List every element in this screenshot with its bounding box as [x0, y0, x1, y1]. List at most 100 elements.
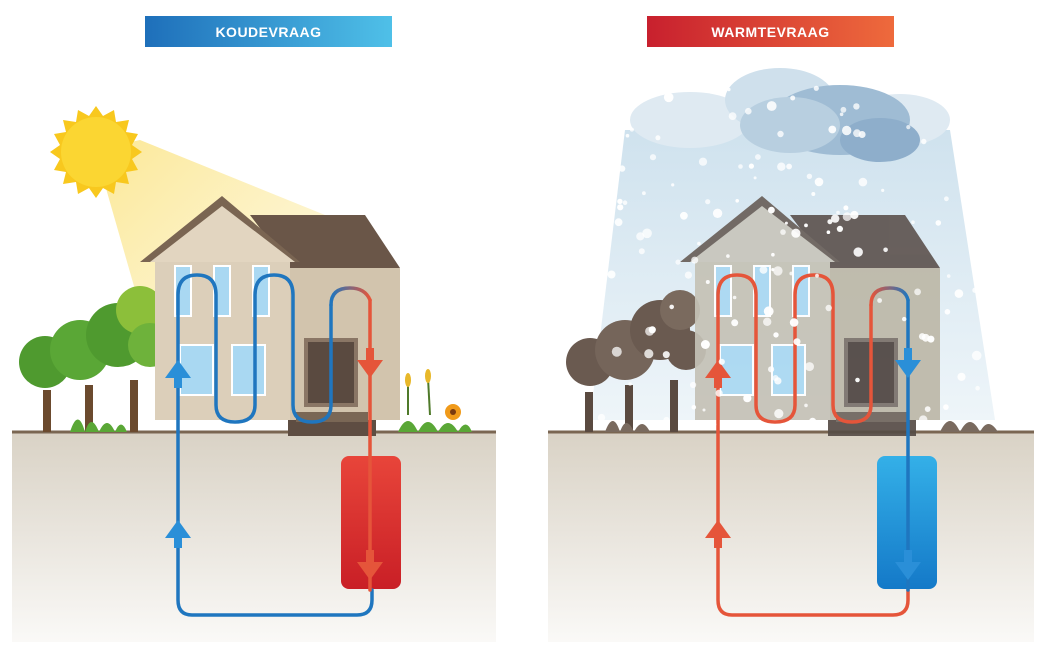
snowflake [853, 129, 861, 138]
snowflake [826, 230, 831, 234]
snowflake [971, 350, 982, 361]
snowflake [712, 208, 723, 218]
snowflake [842, 212, 852, 222]
snowflake [840, 106, 847, 113]
snowflake [969, 189, 976, 196]
snowflake [804, 223, 808, 228]
snowflake [648, 80, 657, 89]
snowflake [789, 271, 794, 276]
snowflake [831, 214, 840, 223]
snowflake [808, 417, 817, 426]
snowflake [705, 280, 710, 284]
snowflake [972, 287, 978, 293]
snowflake [755, 154, 761, 160]
snowflake [705, 199, 711, 205]
snowflake [872, 83, 877, 87]
snowflake [921, 333, 930, 342]
snowflake [617, 198, 623, 205]
flowers [398, 369, 472, 432]
snowflake [924, 406, 931, 412]
snowflake [713, 423, 717, 426]
snowflake [597, 413, 606, 422]
snowflake [805, 362, 814, 372]
snowflake [690, 381, 697, 389]
flow-arrow-icon [895, 550, 921, 580]
snowflake [763, 306, 774, 317]
flow-arrow-icon [705, 520, 731, 548]
snowflake [766, 101, 777, 111]
snowflake [853, 81, 857, 85]
flow-arrow-icon [895, 348, 921, 378]
snowflake [771, 268, 775, 272]
flow-arrow-icon [357, 550, 383, 580]
snowflake [662, 351, 670, 359]
heating-banner: WARMTEVRAAG [647, 16, 894, 47]
snowflake [727, 87, 731, 92]
snowflake [629, 127, 634, 132]
snowflake [943, 404, 949, 410]
trees [566, 290, 706, 432]
snowflake [728, 112, 737, 120]
snowflake [825, 304, 832, 312]
flow-arrow-icon [165, 360, 191, 388]
snowflake [718, 358, 725, 365]
snowflake [691, 256, 699, 264]
snowflake [603, 162, 608, 167]
ground [12, 432, 496, 642]
snowflake [777, 130, 784, 138]
snowflake [853, 103, 860, 110]
cooling-panel: KOUDEVRAAG [12, 16, 496, 642]
snowflake [975, 385, 980, 391]
snowflake [772, 375, 779, 381]
snowflake [697, 241, 701, 246]
snowflake [700, 340, 710, 349]
snowflake [618, 165, 626, 172]
cooling-banner: KOUDEVRAAG [145, 16, 392, 47]
snowflake [638, 248, 645, 255]
snowflake [780, 229, 786, 235]
snowflake [944, 196, 949, 202]
snowflake [642, 191, 646, 196]
snowflake [906, 125, 911, 130]
snowflake [691, 405, 697, 410]
snowflake [771, 252, 775, 257]
snowflake [828, 125, 837, 134]
snowflake [644, 349, 654, 359]
snowflake [726, 254, 730, 258]
snowflake [768, 366, 775, 373]
snowflake [774, 409, 784, 419]
snowflake [935, 220, 942, 226]
snowflake [843, 205, 849, 211]
snowflake [811, 192, 816, 196]
snowflake [793, 338, 801, 346]
snowflake [702, 408, 706, 412]
snowflake [784, 221, 788, 225]
snowflake [965, 180, 975, 190]
ground [548, 432, 1034, 642]
heating-banner-label: WARMTEVRAAG [711, 24, 829, 40]
snowflake [607, 270, 616, 279]
snowflake [768, 206, 775, 214]
snowflake [738, 164, 743, 169]
snowflake [914, 288, 921, 296]
sun-icon [50, 106, 142, 198]
snowflake [967, 78, 974, 84]
flow-arrow-icon [357, 348, 383, 378]
snowflake [759, 266, 768, 274]
snowflake [839, 112, 844, 117]
snowflake [957, 372, 966, 381]
snowflake [946, 274, 951, 278]
snowflake [858, 177, 868, 187]
snowflake [877, 298, 882, 303]
snowflake [791, 228, 801, 238]
snowflake [789, 318, 799, 327]
heating-panel: WARMTEVRAAG [548, 16, 1034, 642]
snowflake [902, 316, 907, 322]
snow-cloud-icon [630, 68, 950, 162]
snowflake [748, 163, 755, 169]
snowflake [814, 177, 824, 187]
snowflake [735, 199, 739, 203]
dry-bushes [940, 421, 998, 432]
snowflake [773, 332, 779, 338]
snowflake [836, 225, 844, 232]
